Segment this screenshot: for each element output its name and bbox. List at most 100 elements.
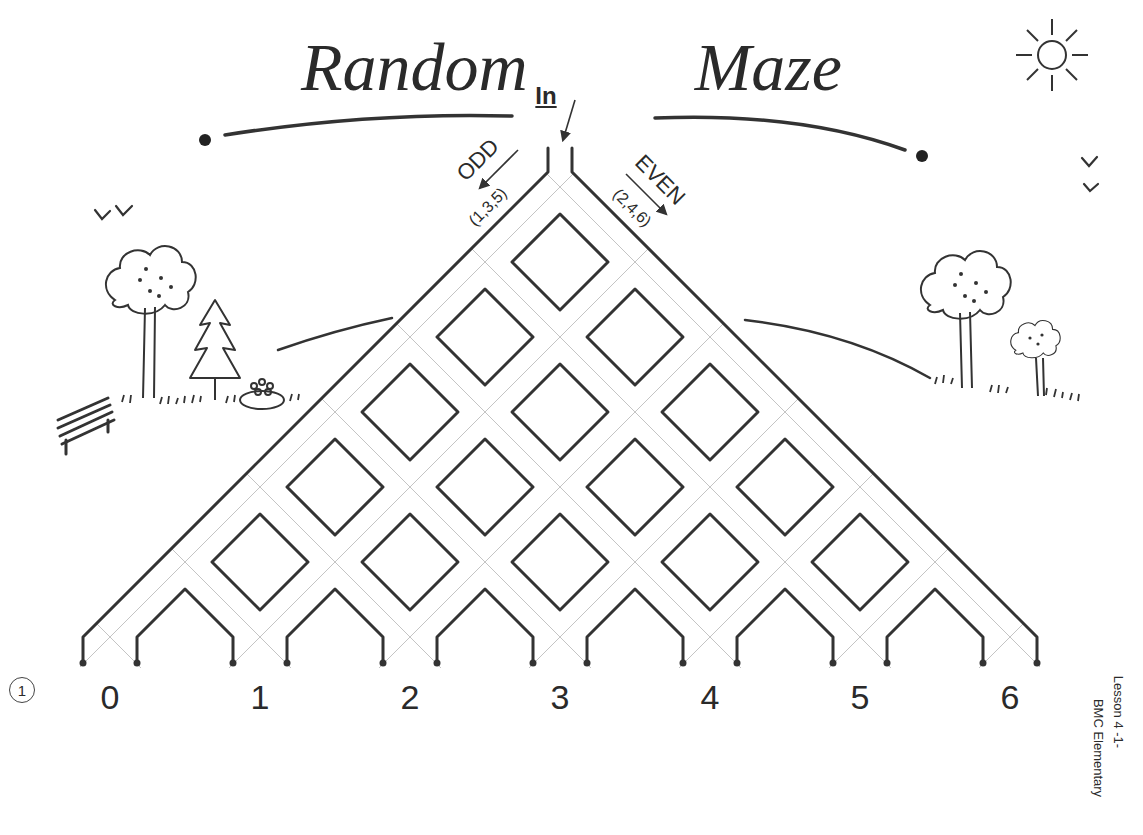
bird <box>95 210 110 219</box>
bench <box>58 398 114 444</box>
wall-end-dot <box>80 660 87 667</box>
exit-divider <box>737 589 833 662</box>
tree <box>1011 321 1060 358</box>
maze-block <box>212 214 908 610</box>
maze-block <box>587 289 683 385</box>
maze-block <box>662 514 758 610</box>
exit-number: 1 <box>251 680 270 714</box>
wall-end-dot <box>584 660 591 667</box>
bird <box>1084 184 1098 191</box>
maze-walls <box>83 148 548 662</box>
wall-end-dot <box>434 660 441 667</box>
bush <box>240 391 284 409</box>
tree-fruit <box>148 289 152 293</box>
maze-block <box>512 514 608 610</box>
maze-block <box>437 289 533 385</box>
page-number-circle: 1 <box>9 677 35 703</box>
guide-grid <box>497 100 1097 700</box>
tree-fruit <box>1028 336 1031 339</box>
wall-end-dot <box>1034 660 1041 667</box>
lesson-note: Lesson 4 -1- <box>1112 676 1125 748</box>
tree <box>106 246 196 314</box>
maze-block <box>362 514 458 610</box>
exit-number: 5 <box>851 680 870 714</box>
exit-divider <box>587 589 683 662</box>
maze-block <box>212 514 308 610</box>
title-underline <box>655 117 905 150</box>
exit-number: 4 <box>701 680 720 714</box>
sun <box>1038 41 1066 69</box>
exit-divider <box>437 589 533 662</box>
maze-block <box>512 364 608 460</box>
direction-label: ODD <box>453 135 503 185</box>
guide-grid <box>0 100 1143 700</box>
tree-fruit <box>984 290 988 294</box>
entry-label: In <box>535 84 556 108</box>
grass <box>122 394 299 404</box>
wall-end-dot <box>980 660 987 667</box>
wall-end-dot <box>134 660 141 667</box>
pine-tree <box>190 300 240 400</box>
bush <box>240 379 284 409</box>
exit-divider <box>287 589 383 662</box>
tree-fruit <box>159 276 163 280</box>
exit-divider <box>887 589 983 662</box>
wall-end-dot <box>230 660 237 667</box>
guide-grid <box>173 100 773 700</box>
bush <box>251 383 257 389</box>
tree <box>921 251 1011 319</box>
maze-block <box>512 214 608 310</box>
hill-line <box>278 318 930 378</box>
guide-grid <box>947 100 1143 700</box>
maze-block <box>437 439 533 535</box>
sun <box>1051 19 1053 35</box>
sun <box>1016 54 1032 56</box>
sun <box>1066 30 1077 41</box>
guide-grid <box>23 100 623 700</box>
guide-grid <box>347 100 947 700</box>
maze-block <box>812 514 908 610</box>
direction-numbers: (1,3,5) <box>466 185 510 229</box>
direction-arrow <box>563 100 575 140</box>
exit-divider <box>137 589 233 662</box>
pine-tree <box>190 300 240 378</box>
direction-label: EVEN <box>631 151 689 209</box>
tree-fruit <box>963 294 967 298</box>
exit-number: 6 <box>1001 680 1020 714</box>
wall-end-dot <box>830 660 837 667</box>
guide-grid <box>647 100 1143 700</box>
tree <box>106 246 196 398</box>
grass <box>122 375 1079 404</box>
exit-number: 0 <box>101 680 120 714</box>
maze-walls <box>83 148 1037 662</box>
maze-block <box>737 439 833 535</box>
maze-block <box>362 364 458 460</box>
maze-block <box>287 439 383 535</box>
sun <box>1072 54 1088 56</box>
tree-fruit <box>144 267 148 271</box>
tree-fruit <box>959 272 963 276</box>
sun <box>1016 19 1088 91</box>
bench <box>66 420 108 454</box>
guide-grid <box>797 100 1143 700</box>
tree-fruit <box>169 285 173 289</box>
tree <box>921 251 1060 396</box>
direction-numbers: (2,4,6) <box>610 186 654 230</box>
bird <box>1082 157 1097 166</box>
guide-grid <box>0 100 323 700</box>
tree-fruit <box>972 299 976 303</box>
tree-fruit <box>974 281 978 285</box>
tree-fruit <box>1040 333 1043 336</box>
guide-grid <box>473 100 1073 700</box>
title-underline <box>225 115 905 150</box>
tree-fruit <box>157 294 161 298</box>
guide-grid <box>0 100 473 700</box>
guide-grid <box>47 100 647 700</box>
pine-tree <box>214 378 216 400</box>
title-dot <box>916 150 928 162</box>
tree <box>921 251 1011 319</box>
guide-grid <box>197 100 797 700</box>
wall-end-dot <box>734 660 741 667</box>
wall-end-dot <box>680 660 687 667</box>
bush <box>259 379 265 385</box>
